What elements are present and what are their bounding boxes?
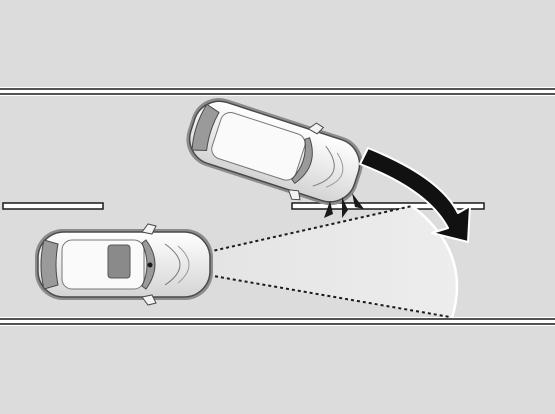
curved-arrow-icon xyxy=(359,147,471,243)
sensor-zone xyxy=(150,206,457,318)
lane-dash-right xyxy=(291,202,485,210)
ego-vehicle xyxy=(35,223,213,306)
sensor-zone-edge xyxy=(411,205,459,319)
lane-dash-left xyxy=(2,202,104,210)
car-top-view-icon xyxy=(35,223,213,306)
road-top-edge xyxy=(0,87,555,96)
car-top-view-icon xyxy=(186,98,363,206)
road-bottom-edge xyxy=(0,317,555,326)
cutin-vehicle xyxy=(186,98,363,206)
warning-burst-icon xyxy=(324,193,364,218)
